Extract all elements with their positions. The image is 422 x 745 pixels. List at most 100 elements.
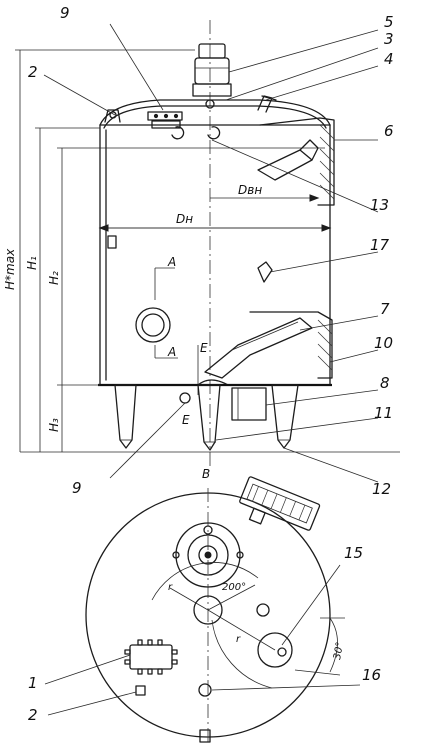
plan-radius-line <box>207 584 256 611</box>
vent-pipe-cap <box>261 95 277 101</box>
plan-motor-center <box>204 551 212 559</box>
callout-5: 5 <box>384 13 394 31</box>
callout-6: 6 <box>384 122 394 140</box>
dim-h2: H₂ <box>47 271 61 285</box>
plan-30-ref <box>294 669 341 676</box>
callout-7: 7 <box>380 300 390 318</box>
plan-motor-ring <box>187 534 229 576</box>
plan-motor-outer <box>175 522 241 588</box>
plan-radius-arc-1 <box>151 562 259 601</box>
plan-motor-bolt <box>236 551 244 559</box>
lifting-hook-right <box>207 126 221 140</box>
lid-hinge <box>104 109 121 123</box>
section-b-view: B <box>202 467 210 481</box>
section-e-bottom: E <box>182 413 190 427</box>
stirrer-blade-lower <box>204 317 313 379</box>
dim-radius-2: r <box>236 634 241 645</box>
plan-30-arc <box>329 617 338 673</box>
lifting-hook-left <box>171 126 185 140</box>
sight-glass-outer <box>135 307 171 343</box>
callout-16: 16 <box>362 666 381 684</box>
dim-d-inner: Dвн <box>238 183 262 197</box>
dim-radius-1: r <box>168 582 173 593</box>
insulation-cutaway-bottom <box>249 311 333 379</box>
latch-bolt <box>163 113 169 119</box>
dim-h3: H₃ <box>47 418 61 432</box>
insulation-cutaway-top <box>259 117 335 206</box>
callout-2-top: 2 <box>28 63 38 81</box>
insulation-hatch-top <box>319 124 335 200</box>
lid-latch <box>147 111 183 121</box>
dim-h-max: H*max <box>3 248 17 290</box>
hinge-pin <box>109 111 117 119</box>
callout-13: 13 <box>370 196 389 214</box>
arrow <box>309 194 320 202</box>
callout-1: 1 <box>28 674 38 692</box>
level-bracket <box>107 235 117 249</box>
plan-radius-line <box>207 609 276 651</box>
thermometer <box>257 261 273 283</box>
plan-port-15-inner <box>277 647 287 657</box>
arrow <box>321 224 332 232</box>
callout-15: 15 <box>344 544 363 562</box>
plan-motor-hub <box>198 545 218 565</box>
nameplate-studs <box>124 639 178 675</box>
dim-d-outer: Dн <box>176 212 193 226</box>
dim-angle-200: 200° <box>222 582 246 593</box>
stirrer-blade-upper <box>257 149 313 181</box>
plan-hinge-small <box>135 685 146 696</box>
callout-8: 8 <box>380 374 390 392</box>
arrow <box>98 224 109 232</box>
dimension-labels: H*max H₁ H₂ H₃ Dвн Dн 200° 30° r r <box>3 183 346 661</box>
section-mark-labels: A A E E B <box>167 255 210 481</box>
callout-numbers: 2 9 5 3 4 6 13 17 7 10 8 11 12 9 15 1 16… <box>28 4 394 724</box>
section-a-bottom: A <box>167 345 176 359</box>
plan-hinge-assembly <box>239 476 321 531</box>
plan-leg-stub <box>199 729 211 743</box>
drain-valve <box>179 392 191 404</box>
bottom-outlet <box>197 379 229 386</box>
dim-angle-30: 30° <box>332 641 346 660</box>
callout-4: 4 <box>384 50 394 68</box>
plan-port-15-outer <box>257 632 293 668</box>
stirrer-motor <box>194 57 230 85</box>
dim-h1: H₁ <box>25 256 39 270</box>
callout-3: 3 <box>384 30 394 48</box>
plan-motor-bolt <box>172 551 180 559</box>
inspection-port-top <box>205 99 215 109</box>
plan-view <box>44 476 361 743</box>
latch-bolt <box>153 113 159 119</box>
callout-2-bottom: 2 <box>28 706 38 724</box>
motor-base <box>192 83 232 97</box>
callout-10: 10 <box>374 334 393 352</box>
leg-left <box>114 384 137 449</box>
leader-lines-plan <box>44 564 361 716</box>
stirrer-blade-upper-tip <box>299 139 319 161</box>
tank-shell <box>99 124 331 386</box>
plan-shaft <box>193 595 223 625</box>
plan-radius-arc-2 <box>211 619 273 689</box>
sight-glass-inner <box>141 313 165 337</box>
section-e-top: E <box>200 341 208 355</box>
plan-vent <box>203 525 213 535</box>
plan-port-16 <box>198 683 212 697</box>
vent-pipe <box>257 95 273 113</box>
leader-lines-elevation <box>43 23 379 483</box>
callout-9-bottom: 9 <box>72 479 82 497</box>
section-a-top: A <box>167 255 176 269</box>
leg-center <box>197 384 221 451</box>
plan-port-a <box>256 603 270 617</box>
plan-nameplate <box>129 644 173 670</box>
motor-cap <box>198 43 226 59</box>
plan-radius-line <box>169 587 209 611</box>
callout-12: 12 <box>372 480 391 498</box>
elevation-view <box>15 20 400 483</box>
drain-box <box>231 387 267 421</box>
blade-edge <box>231 321 299 351</box>
callout-9-top: 9 <box>60 4 70 22</box>
callout-17: 17 <box>370 236 390 254</box>
leg-right <box>271 384 299 449</box>
lid-latch-lower <box>151 120 181 129</box>
callout-11: 11 <box>374 404 393 422</box>
